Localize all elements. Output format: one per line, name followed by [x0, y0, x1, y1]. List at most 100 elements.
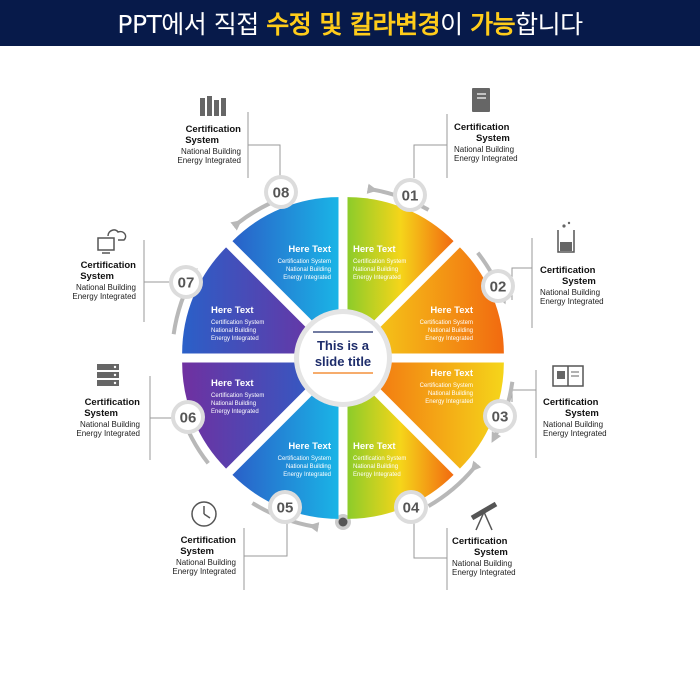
- segment-title: Here Text: [353, 441, 396, 452]
- label-heading: System: [562, 276, 596, 287]
- label-body: Energy Integrated: [72, 292, 136, 301]
- segment-text: National Building: [286, 464, 331, 470]
- label-heading: Certification: [81, 260, 137, 271]
- segment-title: Here Text: [211, 378, 254, 389]
- icon-part: [97, 237, 115, 251]
- wheel-segment: [182, 362, 333, 469]
- icon-part: [113, 381, 117, 385]
- book-icon: [472, 88, 490, 112]
- server-icon: [97, 364, 119, 386]
- open-book-icon: [552, 365, 584, 387]
- telescope-icon: [470, 501, 498, 531]
- connector-line: [247, 112, 281, 178]
- cloud-computer-icon: [97, 229, 127, 254]
- connector-line: [511, 238, 533, 328]
- icon-part: [97, 364, 119, 370]
- icon-part: [113, 365, 117, 369]
- segment-text: Energy Integrated: [353, 472, 401, 478]
- segment-text: Energy Integrated: [425, 399, 473, 405]
- segment-title: Here Text: [353, 244, 396, 255]
- connector-line: [243, 522, 288, 590]
- label-heading: System: [180, 546, 214, 557]
- banner-text-plain: PPT에서 직접: [117, 10, 267, 39]
- wheel-segment: [353, 247, 504, 354]
- label-body: Energy Integrated: [172, 567, 236, 576]
- center-title: This is a: [317, 338, 370, 353]
- segment-text: National Building: [353, 464, 398, 470]
- connector-line: [413, 114, 448, 178]
- wheel-segment: [232, 197, 339, 348]
- badge-circle: [487, 403, 513, 429]
- badge-circle: [485, 273, 511, 299]
- badge-circle: [173, 269, 199, 295]
- wheel-segment: [353, 362, 504, 469]
- segment-text: Energy Integrated: [211, 336, 259, 342]
- icon-part: [200, 98, 205, 116]
- banner-text-highlight: 가능: [470, 10, 516, 39]
- label-body: Energy Integrated: [543, 429, 607, 438]
- banner-text-plain: 합니다: [515, 10, 583, 39]
- icon-part: [203, 513, 211, 519]
- label-heading: Certification: [454, 122, 510, 133]
- books-icon: [200, 96, 226, 116]
- icon-part: [472, 88, 490, 112]
- badge-number: 07: [178, 275, 195, 292]
- segment-text: Energy Integrated: [353, 275, 401, 281]
- label-body: National Building: [181, 147, 241, 156]
- label-heading: Certification: [181, 535, 237, 546]
- segment-text: Energy Integrated: [425, 336, 473, 342]
- label-body: National Building: [543, 420, 603, 429]
- ring-stop-dot: [338, 517, 348, 527]
- icon-part: [557, 230, 575, 253]
- badge-number: 05: [277, 500, 294, 517]
- label-body: National Building: [176, 558, 236, 567]
- icon-part: [483, 511, 493, 531]
- badge-circle: [397, 182, 423, 208]
- label-heading: System: [80, 271, 114, 282]
- segment-title: Here Text: [430, 368, 473, 379]
- badge-circle: [175, 404, 201, 430]
- banner-title: PPT에서 직접 수정 및 칼라변경이 가능합니다: [117, 5, 583, 41]
- segment-text: National Building: [211, 328, 256, 334]
- label-body: Energy Integrated: [177, 156, 241, 165]
- badge-circle: [272, 494, 298, 520]
- connector-lines: [143, 112, 537, 590]
- segment-text: Certification System: [420, 383, 473, 389]
- icon-part: [562, 224, 566, 228]
- badge-number: 08: [273, 185, 290, 202]
- badge-circle: [398, 494, 424, 520]
- segment-text: National Building: [211, 401, 256, 407]
- wheel-segment: [182, 247, 333, 354]
- center-circle: [299, 314, 387, 402]
- segment-title: Here Text: [288, 244, 331, 255]
- wheel-segment: [232, 368, 339, 519]
- label-body: Energy Integrated: [452, 568, 516, 577]
- title-banner: PPT에서 직접 수정 및 칼라변경이 가능합니다: [0, 0, 700, 46]
- badge-number: 01: [402, 188, 419, 205]
- connector-line: [143, 240, 172, 322]
- segment-text: Energy Integrated: [283, 472, 331, 478]
- segment-title: Here Text: [430, 305, 473, 316]
- icon-part: [475, 511, 485, 531]
- banner-text-highlight: 수정 및 칼라변경: [266, 10, 441, 39]
- beaker-icon: [557, 221, 575, 253]
- label-heading: System: [185, 135, 219, 146]
- segment-text: Certification System: [278, 456, 331, 462]
- segment-title: Here Text: [288, 441, 331, 452]
- icon-part: [207, 96, 212, 116]
- label-icons: [97, 88, 584, 531]
- ring-arrow: [427, 460, 482, 508]
- badge-number: 06: [180, 410, 197, 427]
- segment-text: Certification System: [420, 320, 473, 326]
- badge-number: 03: [492, 409, 509, 426]
- wheel-segment: [347, 197, 454, 348]
- label-body: National Building: [80, 420, 140, 429]
- icon-part: [567, 221, 571, 225]
- label-heading: System: [84, 408, 118, 419]
- badge-circle: [268, 179, 294, 205]
- label-body: National Building: [454, 145, 514, 154]
- segment-text: Energy Integrated: [283, 275, 331, 281]
